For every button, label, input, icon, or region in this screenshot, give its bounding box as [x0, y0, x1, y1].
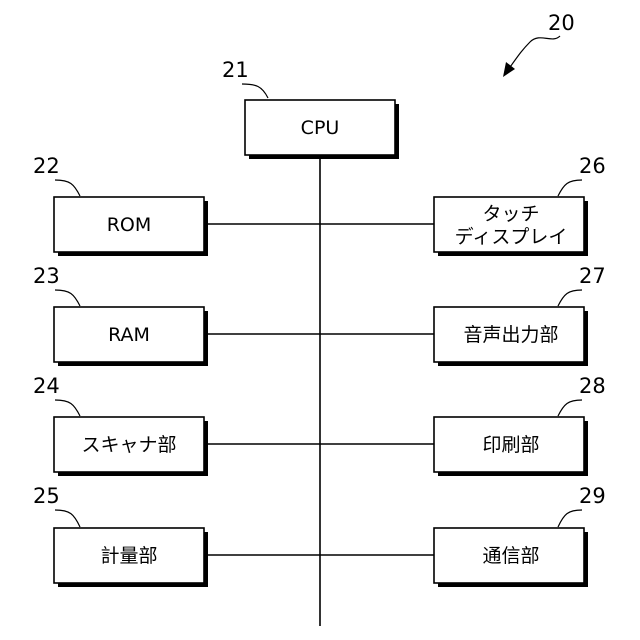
scale-label: 計量部	[100, 545, 157, 567]
cpu-ref-leader	[242, 84, 268, 98]
scanner-label: スキャナ部	[81, 434, 176, 456]
ram-ref-label: 23	[33, 264, 60, 288]
touch-display-ref-leader	[558, 180, 582, 196]
touch-display-label-line1: タッチ	[482, 203, 539, 225]
printer-label: 印刷部	[482, 434, 539, 456]
communication-block: 通信部	[434, 528, 588, 587]
communication-ref-label: 29	[579, 484, 606, 508]
audio-output-ref-leader	[558, 290, 582, 306]
audio-output-label: 音声出力部	[463, 324, 558, 346]
scale-ref-leader	[55, 510, 80, 527]
printer-ref-leader	[558, 400, 582, 416]
ram-label: RAM	[108, 324, 150, 346]
touch-display-block: タッチ ディスプレイ	[434, 197, 588, 256]
cpu-block: CPU	[245, 100, 399, 159]
cpu-ref-label: 21	[222, 58, 249, 82]
figure-ref-leader	[508, 36, 560, 70]
printer-ref-label: 28	[579, 374, 606, 398]
ram-ref-leader	[55, 290, 80, 306]
scale-block: 計量部	[54, 528, 208, 587]
rom-block: ROM	[54, 197, 208, 256]
scanner-block: スキャナ部	[54, 417, 208, 476]
figure-ref-label: 20	[548, 11, 575, 35]
cpu-label: CPU	[301, 117, 340, 139]
rom-ref-label: 22	[33, 154, 60, 178]
figure-ref-arrowhead	[503, 62, 515, 77]
communication-ref-leader	[558, 510, 582, 527]
rom-ref-leader	[55, 180, 80, 196]
audio-output-block: 音声出力部	[434, 307, 588, 366]
rom-label: ROM	[107, 214, 152, 236]
scanner-ref-label: 24	[33, 374, 60, 398]
communication-label: 通信部	[482, 545, 539, 567]
audio-output-ref-label: 27	[579, 264, 606, 288]
printer-block: 印刷部	[434, 417, 588, 476]
scanner-ref-leader	[55, 400, 80, 416]
ram-block: RAM	[54, 307, 208, 366]
touch-display-ref-label: 26	[579, 154, 606, 178]
touch-display-label-line2: ディスプレイ	[455, 226, 568, 248]
scale-ref-label: 25	[33, 484, 60, 508]
